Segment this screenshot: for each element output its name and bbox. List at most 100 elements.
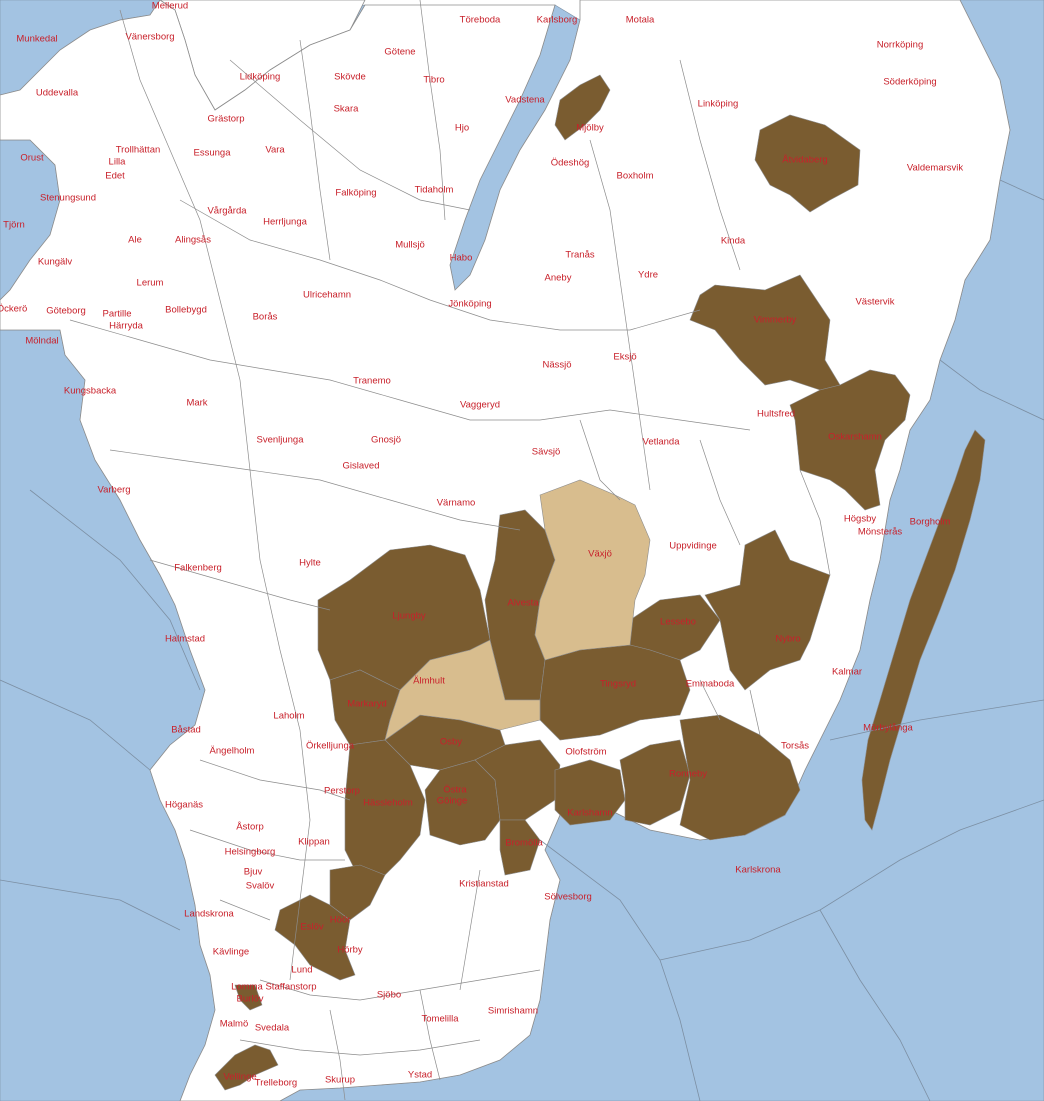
- label-söderköping: Söderköping: [883, 76, 937, 88]
- label-sölvesborg: Sölvesborg: [544, 891, 592, 903]
- label-karlskrona: Karlskrona: [735, 864, 781, 876]
- label-malmö: Malmö: [219, 1018, 249, 1030]
- region-nybro[interactable]: [704, 529, 831, 691]
- label-lomma: Lomma: [231, 981, 263, 993]
- label-göteborg: Göteborg: [46, 305, 86, 317]
- label-skara: Skara: [333, 103, 359, 115]
- label-borås: Borås: [252, 311, 278, 323]
- label-olofström: Olofström: [565, 746, 607, 758]
- label-öckerö: Öckerö: [0, 303, 28, 315]
- label-kungälv: Kungälv: [37, 256, 73, 268]
- region-vaxjo[interactable]: [534, 479, 651, 661]
- label-svalöv: Svalöv: [245, 880, 275, 892]
- highlight-layer: [214, 74, 911, 1091]
- label-varberg: Varberg: [97, 484, 131, 496]
- label-tidaholm: Tidaholm: [414, 184, 454, 196]
- label-norrköping: Norrköping: [876, 39, 924, 51]
- label-uddevalla: Uddevalla: [35, 87, 79, 99]
- label-älmhult: Älmhult: [413, 675, 445, 687]
- label-västervik: Västervik: [855, 296, 895, 308]
- label-tjörn: Tjörn: [3, 219, 25, 231]
- label-tomelilla: Tomelilla: [421, 1013, 459, 1025]
- label-vimmerby: Vimmerby: [753, 314, 797, 326]
- label-kristianstad: Kristianstad: [459, 878, 509, 890]
- label-karlsborg: Karlsborg: [536, 14, 578, 26]
- label-linköping: Linköping: [697, 98, 739, 110]
- label-höör: Höör: [329, 914, 351, 926]
- region-karlshamn[interactable]: [554, 759, 626, 826]
- label-kungsbacka: Kungsbacka: [63, 385, 117, 397]
- region-almhult[interactable]: [384, 639, 541, 741]
- label-tranås: Tranås: [565, 249, 595, 261]
- label-örkelljunga: Örkelljunga: [305, 740, 355, 752]
- label-ale: Ale: [128, 234, 142, 246]
- label-habo: Habo: [449, 252, 473, 264]
- region-vadstena[interactable]: [554, 74, 611, 141]
- label-båstad: Båstad: [171, 724, 201, 736]
- label-kävlinge: Kävlinge: [212, 946, 250, 958]
- label-östra: Östra: [443, 784, 467, 796]
- label-vårgårda: Vårgårda: [207, 205, 247, 217]
- label-trollhättan: Trollhättan: [115, 144, 161, 156]
- label-mönsterås: Mönsterås: [857, 526, 903, 538]
- label-grästorp: Grästorp: [207, 113, 245, 125]
- label-töreboda: Töreboda: [459, 14, 501, 26]
- region-hassleholm[interactable]: [344, 739, 426, 881]
- label-mellerud: Mellerud: [151, 0, 189, 12]
- region-atvidaberg[interactable]: [754, 114, 861, 213]
- label-essunga: Essunga: [193, 147, 231, 159]
- label-hjo: Hjo: [454, 122, 470, 134]
- label-ödeshög: Ödeshög: [550, 157, 590, 169]
- label-ronneby: Ronneby: [668, 768, 708, 780]
- label-simrishamn: Simrishamn: [487, 1005, 539, 1017]
- label-ulricehamn: Ulricehamn: [302, 289, 352, 301]
- label-landskrona: Landskrona: [184, 908, 234, 920]
- label-hörby: Hörby: [337, 944, 363, 956]
- label-burlöv: Burlöv: [236, 993, 264, 1005]
- label-nybro: Nybro: [775, 633, 801, 645]
- region-vellinge[interactable]: [214, 1044, 279, 1091]
- label-alingsås: Alingsås: [175, 234, 211, 246]
- region-oskarshamn[interactable]: [789, 369, 911, 511]
- label-sjöbo: Sjöbo: [376, 989, 402, 1001]
- label-vaggeryd: Vaggeryd: [460, 399, 500, 411]
- label-oskarshamn: Oskarshamn: [828, 431, 882, 443]
- label-göinge: Göinge: [436, 795, 468, 807]
- label-perstorp: Perstorp: [324, 785, 360, 797]
- label-högsby: Högsby: [843, 513, 877, 525]
- region-lomma[interactable]: [234, 984, 263, 1011]
- label-åtvidaberg: Åtvidaberg: [782, 154, 828, 166]
- region-karlskrona[interactable]: [679, 714, 801, 841]
- label-lerum: Lerum: [136, 277, 164, 289]
- label-ängelholm: Ängelholm: [209, 745, 255, 757]
- label-edet: Edet: [105, 170, 125, 182]
- label-vänersborg: Vänersborg: [125, 31, 175, 43]
- label-motala: Motala: [625, 14, 655, 26]
- label-eksjö: Eksjö: [613, 351, 637, 363]
- region-eslov[interactable]: [274, 894, 356, 981]
- label-emmaboda: Emmaboda: [685, 678, 735, 690]
- label-falköping: Falköping: [335, 187, 377, 199]
- label-herrljunga: Herrljunga: [263, 216, 307, 228]
- label-osby: Osby: [439, 736, 463, 748]
- label-nässjö: Nässjö: [542, 359, 572, 371]
- label-vetlanda: Vetlanda: [642, 436, 680, 448]
- border-layer: [69, 0, 831, 1101]
- region-bromolla[interactable]: [499, 819, 541, 876]
- label-bromölla: Bromölla: [505, 837, 543, 849]
- label-eslöv: Eslöv: [300, 921, 324, 933]
- sea-zone-lines: [0, 179, 1044, 1101]
- region-ronneby[interactable]: [619, 739, 691, 826]
- label-falkenberg: Falkenberg: [174, 562, 222, 574]
- region-vimmerby[interactable]: [689, 274, 841, 391]
- label-vellinge: Vellinge: [223, 1071, 257, 1083]
- label-tingsryd: Tingsryd: [599, 678, 637, 690]
- label-staffanstorp: Staffanstorp: [265, 981, 317, 993]
- label-klippan: Klippan: [298, 836, 330, 848]
- label-vadstena: Vadstena: [505, 94, 545, 106]
- label-ystad: Ystad: [407, 1069, 433, 1081]
- label-tranemo: Tranemo: [353, 375, 391, 387]
- label-vara: Vara: [265, 144, 285, 156]
